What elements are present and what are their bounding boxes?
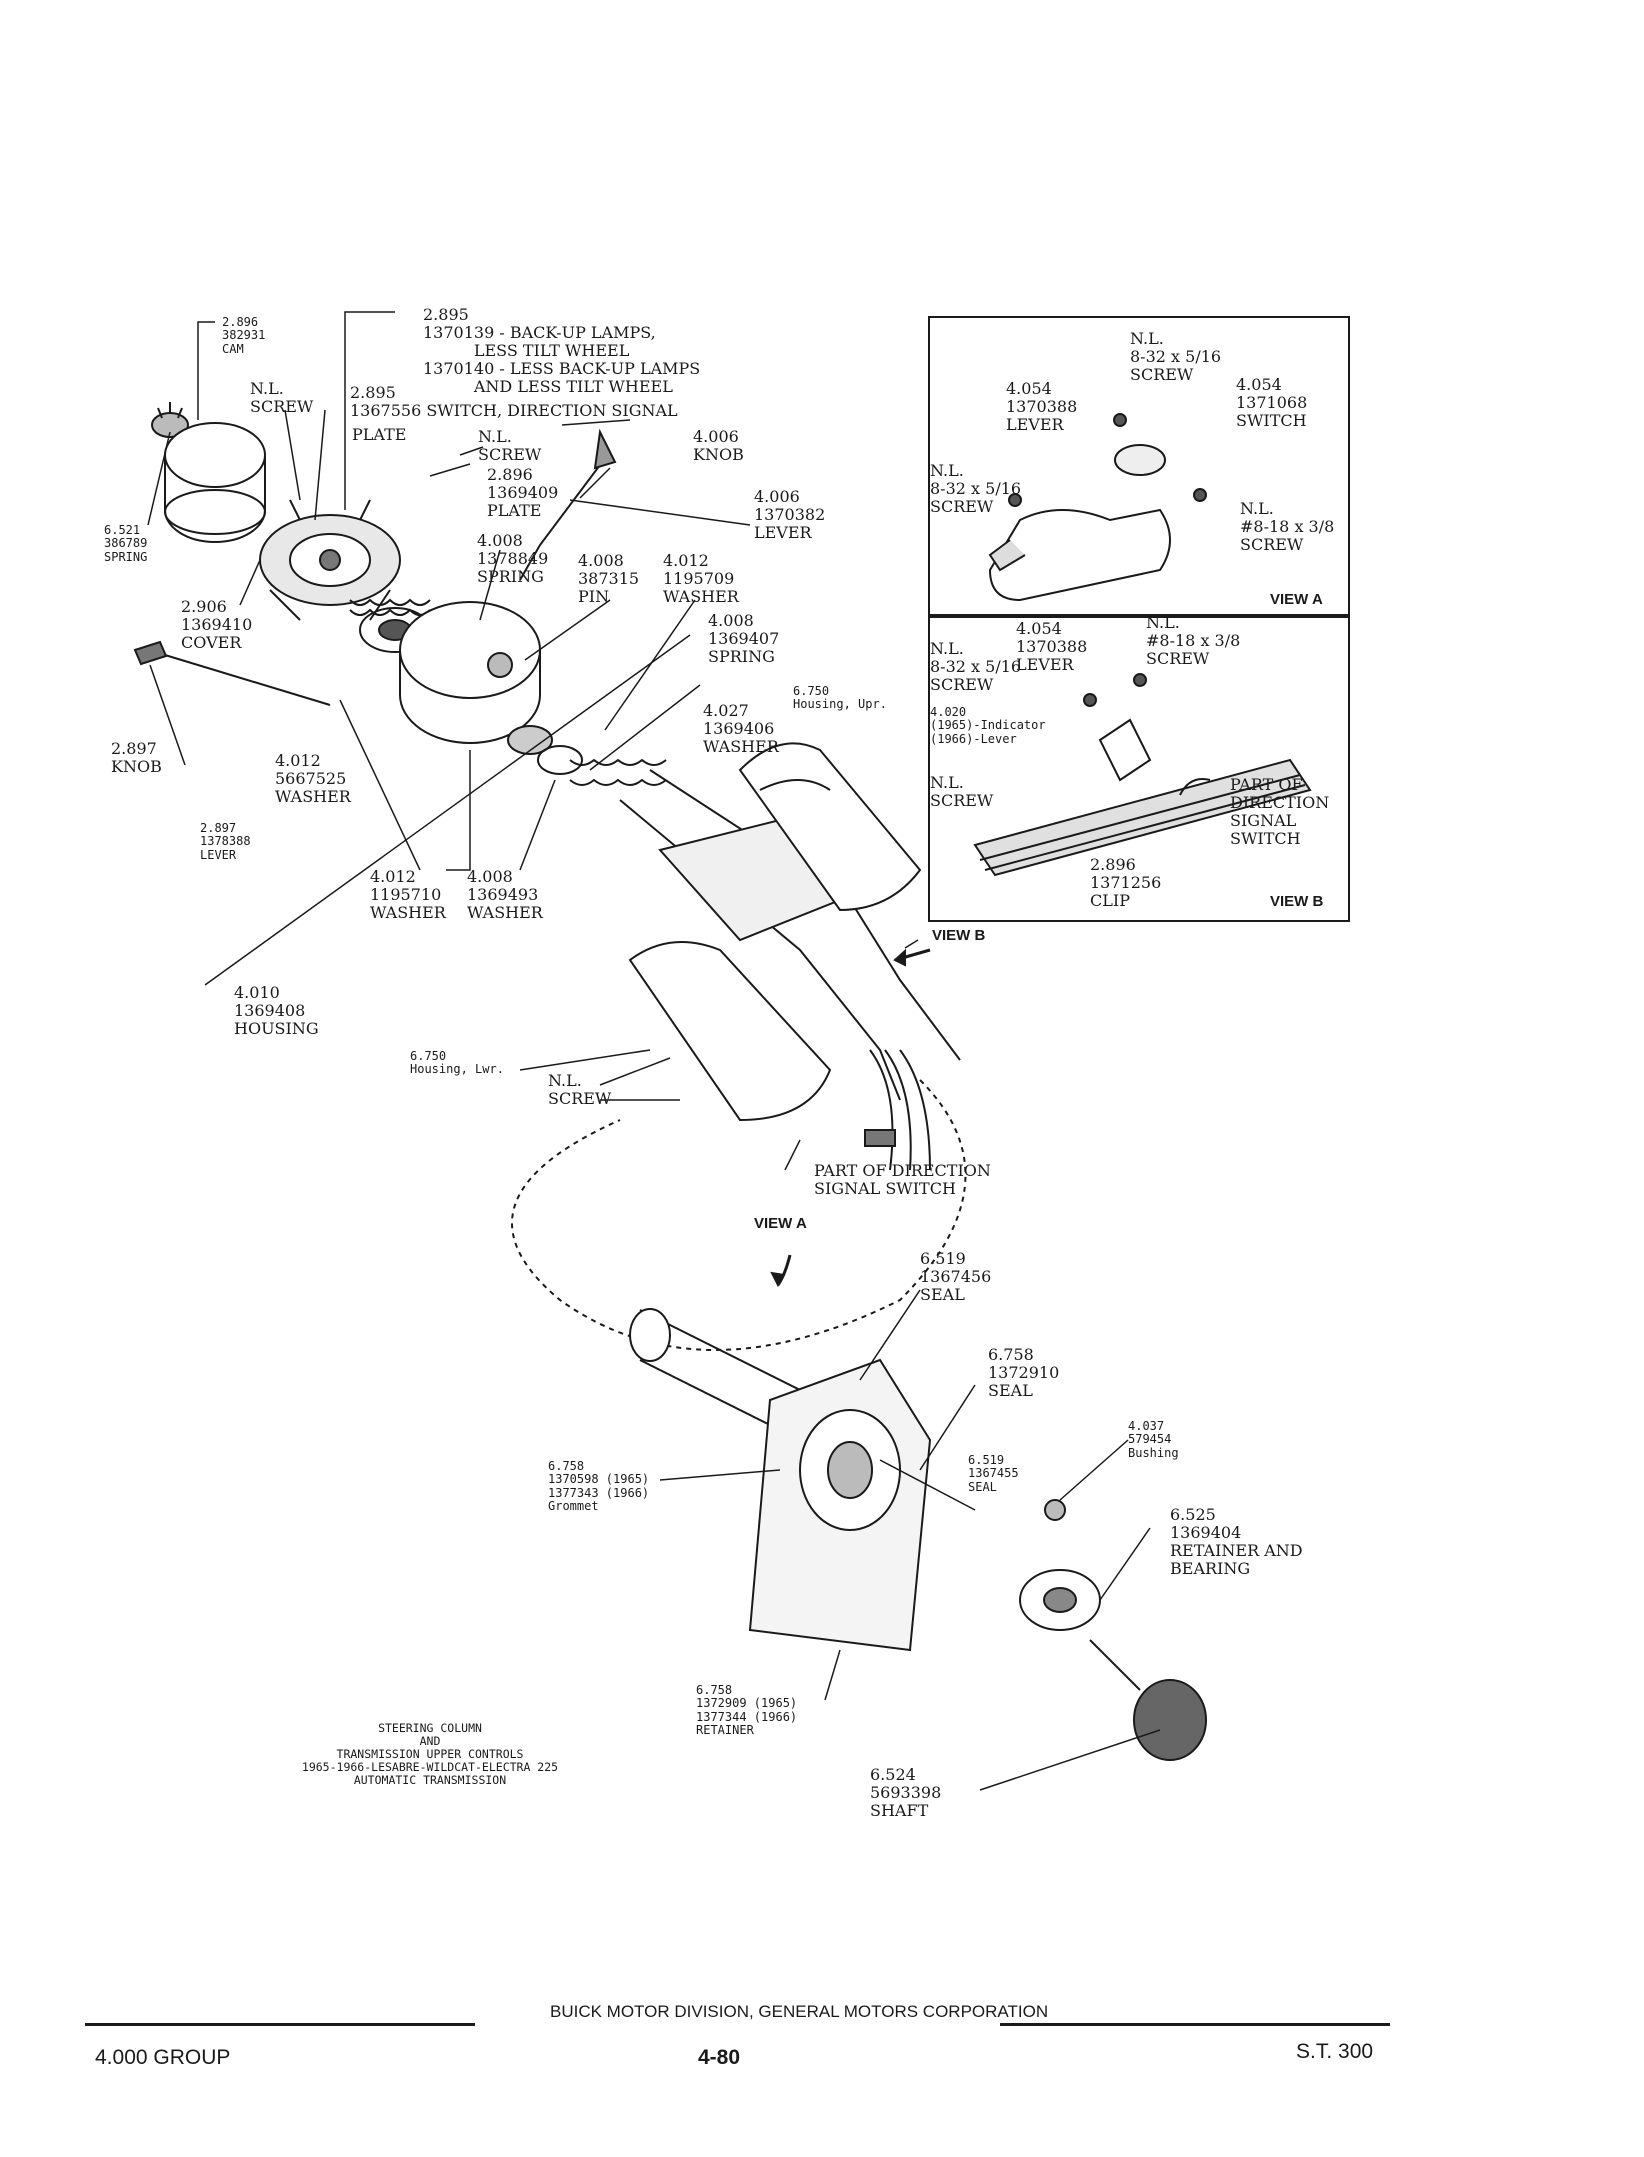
spring-4008-label: 4.008 1378849 SPRING bbox=[477, 531, 549, 586]
screw-nl-label-1: N.L. SCREW bbox=[250, 379, 314, 416]
footer-rule-left bbox=[85, 2023, 475, 2026]
screw-nl-label-3: N.L. SCREW bbox=[548, 1071, 612, 1108]
shaft-6524-part bbox=[1089, 1639, 1207, 1761]
view-b-arrow-label: VIEW B bbox=[932, 927, 986, 944]
cover-part bbox=[164, 422, 266, 543]
view-a-screw-right-label: N.L. #8-18 x 3/8 SCREW bbox=[1240, 499, 1335, 554]
knob-2897-label: 2.897 KNOB bbox=[111, 739, 162, 776]
view-b-screw-nl-label: N.L. SCREW bbox=[930, 773, 994, 810]
footer-rule-right bbox=[1000, 2023, 1390, 2026]
bearing-6525-part bbox=[1019, 1499, 1101, 1631]
view-a-art bbox=[988, 413, 1207, 602]
washer-stack bbox=[507, 725, 667, 786]
view-a-screw-top-label: N.L. 8-32 x 5/16 SCREW bbox=[1130, 329, 1222, 384]
grommet-6758-label: 6.758 1370598 (1965) 1377343 (1966) Grom… bbox=[548, 1459, 650, 1514]
spring-6521-label: 6.521 386789 SPRING bbox=[104, 523, 148, 564]
column-jacket bbox=[619, 769, 961, 1101]
view-a-arrow-label: VIEW A bbox=[754, 1215, 807, 1232]
seal-6519-label: 6.519 1367456 SEAL bbox=[920, 1249, 992, 1304]
lever-2897-label: 2.897 1378388 LEVER bbox=[200, 821, 251, 862]
housing-upper-label: 6.750 Housing, Upr. bbox=[793, 684, 887, 712]
retainer-6525-label: 6.525 1369404 RETAINER AND BEARING bbox=[1170, 1505, 1303, 1578]
part-direction-signal-label: PART OF DIRECTION SIGNAL SWITCH bbox=[814, 1161, 991, 1198]
housing-lower-part bbox=[628, 941, 832, 1122]
footer-group: 4.000 GROUP bbox=[95, 2046, 231, 2069]
footer-st-number: S.T. 300 bbox=[1296, 2040, 1374, 2063]
view-b-screw-right-label: N.L. #8-18 x 3/8 SCREW bbox=[1146, 613, 1241, 668]
pin-4008-label: 4.008 387315 PIN bbox=[578, 551, 640, 606]
switch-2895-direction-label: 2.895 1367556 SWITCH, DIRECTION SIGNAL bbox=[350, 383, 678, 420]
switch-part bbox=[259, 499, 401, 621]
retainer-6758-label: 6.758 1372909 (1965) 1377344 (1966) RETA… bbox=[696, 1683, 798, 1738]
washer-4012-a-label: 4.012 5667525 WASHER bbox=[275, 751, 351, 806]
view-b-indicator-label: 4.020 (1965)-Indicator (1966)-Lever bbox=[930, 705, 1046, 746]
plate-2896-label: 2.896 1369409 PLATE bbox=[487, 465, 559, 520]
cover-2906-label: 2.906 1369410 COVER bbox=[181, 597, 253, 652]
housing-4010-label: 4.010 1369408 HOUSING bbox=[234, 983, 319, 1038]
switch-2895-label: 2.895 1370139 - BACK-UP LAMPS, LESS TILT… bbox=[423, 305, 701, 396]
cam-part bbox=[151, 402, 189, 438]
shaft-6524-label: 6.524 5693398 SHAFT bbox=[870, 1765, 942, 1820]
diagram-caption: STEERING COLUMN AND TRANSMISSION UPPER C… bbox=[301, 1721, 559, 1787]
lever-4006-part bbox=[519, 428, 617, 581]
cam-2896-label: 2.896 382931 CAM bbox=[222, 315, 266, 356]
screw-nl-label-2: N.L. SCREW bbox=[478, 427, 542, 464]
view-b-title: VIEW B bbox=[1270, 893, 1324, 910]
view-b-lever-label: 4.054 1370388 LEVER bbox=[1016, 619, 1088, 674]
spring-4008-b-label: 4.008 1369407 SPRING bbox=[708, 611, 780, 666]
retainer-6758-part bbox=[748, 1358, 932, 1652]
view-b-part-direction-label: PART OF DIRECTION SIGNAL SWITCH bbox=[1230, 775, 1330, 848]
washer-4012-b-label: 4.012 1195710 WASHER bbox=[370, 867, 446, 922]
view-b-art bbox=[973, 673, 1312, 877]
view-a-box bbox=[928, 316, 1350, 618]
leader-lines bbox=[147, 311, 1161, 1791]
seal-6519-b-label: 6.519 1367455 SEAL bbox=[968, 1453, 1019, 1494]
washer-4027-label: 4.027 1369406 WASHER bbox=[703, 701, 779, 756]
view-b-screw-left-label: N.L. 8-32 x 5/16 SCREW bbox=[930, 639, 1022, 694]
plate-2895-label: PLATE bbox=[352, 425, 407, 444]
lever-4006-label: 4.006 1370382 LEVER bbox=[754, 487, 826, 542]
housing-4010-part bbox=[399, 601, 541, 744]
view-a-screw-left-label: N.L. 8-32 x 5/16 SCREW bbox=[930, 461, 1022, 516]
view-b-clip-label: 2.896 1371256 CLIP bbox=[1090, 855, 1162, 910]
washer-4008-label: 4.008 1369493 WASHER bbox=[467, 867, 543, 922]
wiring-harness bbox=[864, 1049, 931, 1171]
view-b-box bbox=[928, 614, 1350, 922]
knob-2897-part bbox=[133, 640, 331, 706]
washer-4012-top-label: 4.012 1195709 WASHER bbox=[663, 551, 739, 606]
seal-6758-label: 6.758 1372910 SEAL bbox=[988, 1345, 1060, 1400]
footer-page-number: 4-80 bbox=[698, 2046, 741, 2069]
knob-4006-label: 4.006 KNOB bbox=[693, 427, 744, 464]
bushing-4037-label: 4.037 579454 Bushing bbox=[1128, 1419, 1179, 1460]
view-a-title: VIEW A bbox=[1270, 591, 1323, 608]
view-a-lever-label: 4.054 1370388 LEVER bbox=[1006, 379, 1078, 434]
housing-upper-part bbox=[738, 742, 922, 912]
spring-coil bbox=[349, 598, 431, 616]
view-a-loop bbox=[511, 1079, 967, 1351]
footer-corporation: BUICK MOTOR DIVISION, GENERAL MOTORS COR… bbox=[550, 2002, 1049, 2021]
view-a-switch-label: 4.054 1371068 SWITCH bbox=[1236, 375, 1308, 430]
housing-lower-label: 6.750 Housing, Lwr. bbox=[410, 1049, 504, 1077]
